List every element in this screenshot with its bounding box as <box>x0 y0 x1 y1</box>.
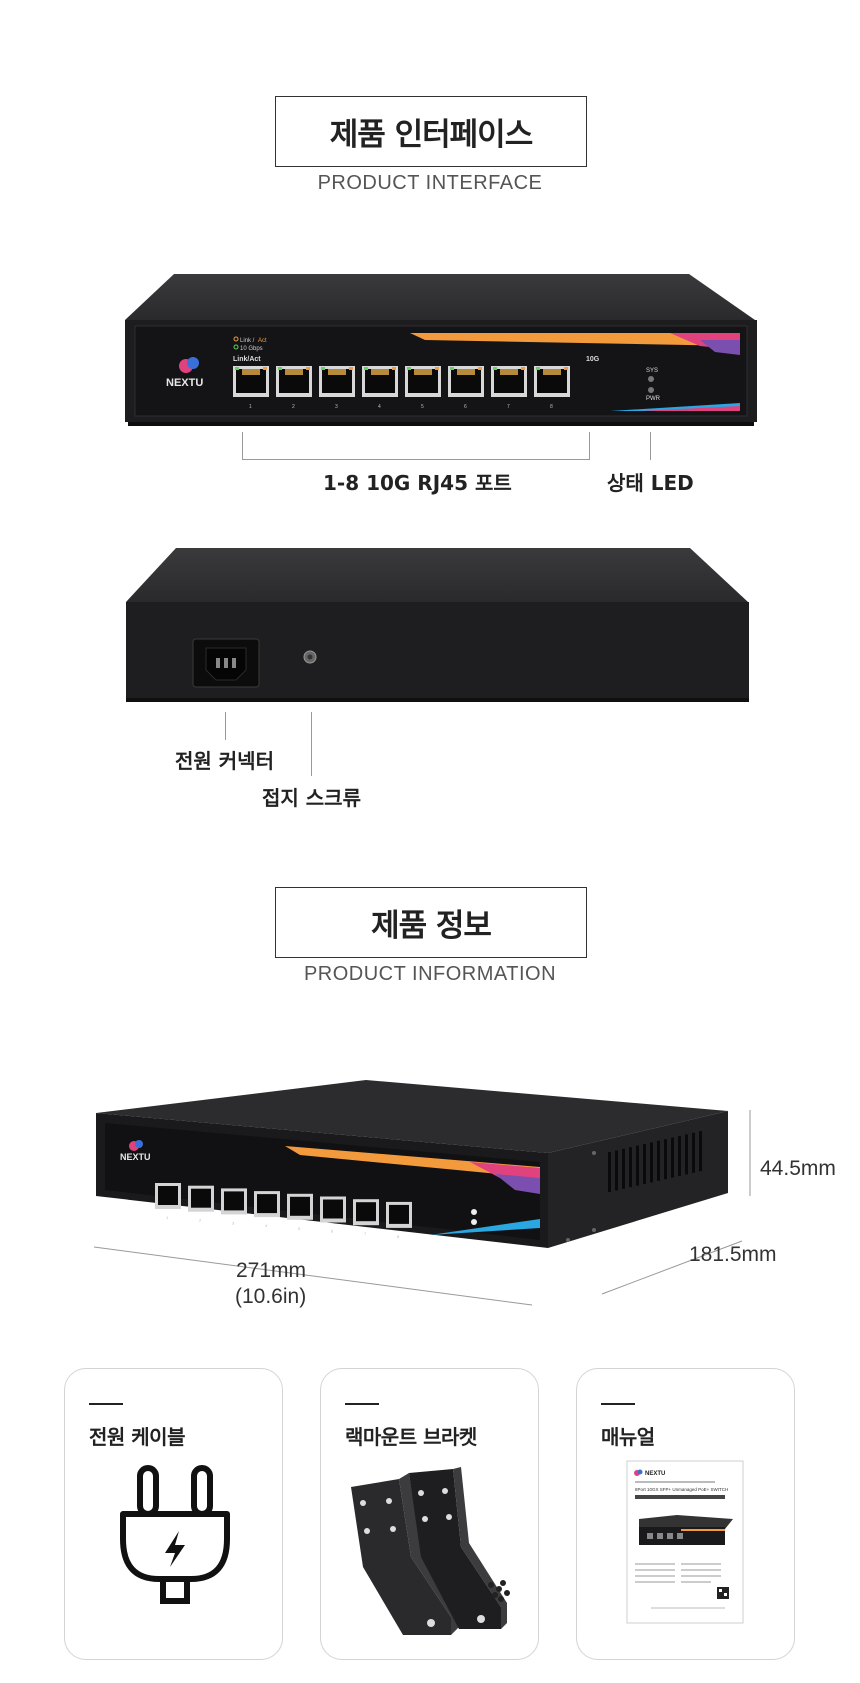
legend-link: Link / <box>240 338 255 344</box>
interface-title: 제품 인터페이스 <box>275 96 587 167</box>
ports-label: 1-8 10G RJ45 포트 <box>323 471 512 495</box>
vent-slot <box>629 1147 632 1188</box>
rj45-port-angled: 1 <box>155 1183 181 1220</box>
port-number: 5 <box>421 404 424 410</box>
port-number: 7 <box>507 404 510 410</box>
rj45-port-angled: 3 <box>221 1188 247 1225</box>
rj45-port-angled: 2 <box>188 1185 214 1223</box>
switch-front-view: NEXTU Link / Act 10 Gbps Link/Act 10G 1 2… <box>125 274 757 426</box>
vent-slot <box>678 1136 681 1176</box>
vent-slot <box>664 1139 667 1180</box>
led-label: 상태 LED <box>607 471 694 495</box>
port-number: 7 <box>364 1231 367 1236</box>
ground-screw <box>303 650 317 664</box>
ports-bracket-right <box>589 432 590 460</box>
rj45-port: 5 <box>405 366 441 410</box>
accessory-card-manual: 매뉴얼 NEXTU 8Port 10GX SFP+ Unmanaged PoE+… <box>576 1368 795 1660</box>
width-dimension-mm: 271mm <box>236 1259 307 1282</box>
vent-slot <box>615 1150 618 1191</box>
brand-text: NEXTU <box>166 377 203 389</box>
port-number: 2 <box>199 1218 202 1223</box>
led-callout-line <box>650 432 651 460</box>
ground-callout-line <box>311 712 312 776</box>
switch-angled-view: NEXTU 1 2 3 4 5 6 7 8 <box>96 1080 728 1248</box>
power-plug-icon <box>120 1465 230 1604</box>
pwr-led <box>648 387 654 393</box>
port-number: 2 <box>292 404 295 410</box>
rj45-port-angled: 4 <box>254 1191 280 1228</box>
port-number: 4 <box>378 404 381 410</box>
ground-screw-label: 접지 스크류 <box>262 786 361 810</box>
power-callout-line <box>225 712 226 740</box>
card-accent-bar <box>601 1403 635 1405</box>
port-number: 1 <box>249 404 252 410</box>
rj45-port: 1 <box>233 366 269 410</box>
led-sys-label: SYS <box>646 368 658 374</box>
ports-bracket-left <box>242 432 243 460</box>
port-number: 4 <box>265 1223 268 1228</box>
link-act-label: Link/Act <box>233 356 261 363</box>
side-vents <box>608 1131 702 1192</box>
sys-led <box>648 376 654 382</box>
vent-slot <box>685 1134 688 1175</box>
port-number: 3 <box>335 404 338 410</box>
vent-slot <box>643 1144 646 1184</box>
rj45-port-angled: 8 <box>386 1201 412 1239</box>
interface-subtitle: PRODUCT INTERFACE <box>317 172 543 194</box>
nextu-logo: NEXTU <box>166 357 203 389</box>
vent-slot <box>671 1137 674 1178</box>
manual-brand: NEXTU <box>645 1471 665 1477</box>
rj45-port-angled: 5 <box>287 1193 313 1231</box>
height-dimension: 44.5mm <box>760 1157 836 1180</box>
card-accent-bar <box>89 1403 123 1405</box>
rj45-port: 2 <box>276 366 312 410</box>
port-number: 5 <box>298 1226 301 1231</box>
rj45-port-group-angled: 1 2 3 4 5 6 7 8 <box>155 1183 412 1239</box>
accessory-card-rack-bracket: 랙마운트 브라켓 <box>320 1368 539 1660</box>
vent-slot <box>608 1152 611 1192</box>
rj45-port-angled: 7 <box>353 1199 379 1236</box>
port-number: 8 <box>397 1234 400 1239</box>
legend-speed: 10 Gbps <box>240 346 263 352</box>
width-dimension-in: (10.6in) <box>235 1285 307 1308</box>
switch-rear-view <box>126 548 749 702</box>
vent-slot <box>692 1132 695 1173</box>
information-title: 제품 정보 <box>275 887 587 958</box>
power-connector <box>192 638 260 688</box>
port-number: 1 <box>166 1215 169 1220</box>
manual-icon: NEXTU 8Port 10GX SFP+ Unmanaged PoE+ SWI… <box>626 1460 744 1624</box>
rj45-port: 4 <box>362 366 398 410</box>
ports-bracket-bottom <box>242 459 590 460</box>
rj45-port-angled: 6 <box>320 1196 346 1234</box>
card-title: 매뉴얼 <box>601 1425 655 1449</box>
card-accent-bar <box>345 1403 379 1405</box>
legend-act: Act <box>258 338 267 344</box>
rj45-port: 3 <box>319 366 355 410</box>
accessory-card-power-cable: 전원 케이블 <box>64 1368 283 1660</box>
vent-slot <box>636 1145 639 1186</box>
power-connector-label: 전원 커넥터 <box>175 749 274 773</box>
rack-bracket-icon <box>351 1467 510 1635</box>
rj45-port-group: 1 2 3 4 5 6 7 8 <box>233 366 570 410</box>
vent-slot <box>650 1142 653 1183</box>
port-number: 8 <box>550 404 553 410</box>
card-title: 랙마운트 브라켓 <box>345 1425 477 1449</box>
port-number: 6 <box>464 404 467 410</box>
manual-heading: 8Port 10GX SFP+ Unmanaged PoE+ SWITCH <box>635 1487 728 1492</box>
led-pwr-label: PWR <box>646 396 661 402</box>
card-title: 전원 케이블 <box>89 1425 185 1449</box>
rj45-port: 8 <box>534 366 570 410</box>
depth-dimension: 181.5mm <box>689 1243 777 1266</box>
vent-slot <box>622 1148 625 1189</box>
port-number: 3 <box>232 1220 235 1225</box>
information-subtitle: PRODUCT INFORMATION <box>303 963 557 985</box>
vent-slot <box>699 1131 702 1172</box>
brand-text-angled: NEXTU <box>120 1152 151 1162</box>
rj45-port: 7 <box>491 366 527 410</box>
port-number: 6 <box>331 1229 334 1234</box>
rj45-port: 6 <box>448 366 484 410</box>
port-group-label: 10G <box>586 356 600 363</box>
dimension-lines <box>93 1110 751 1306</box>
vent-slot <box>657 1140 660 1181</box>
